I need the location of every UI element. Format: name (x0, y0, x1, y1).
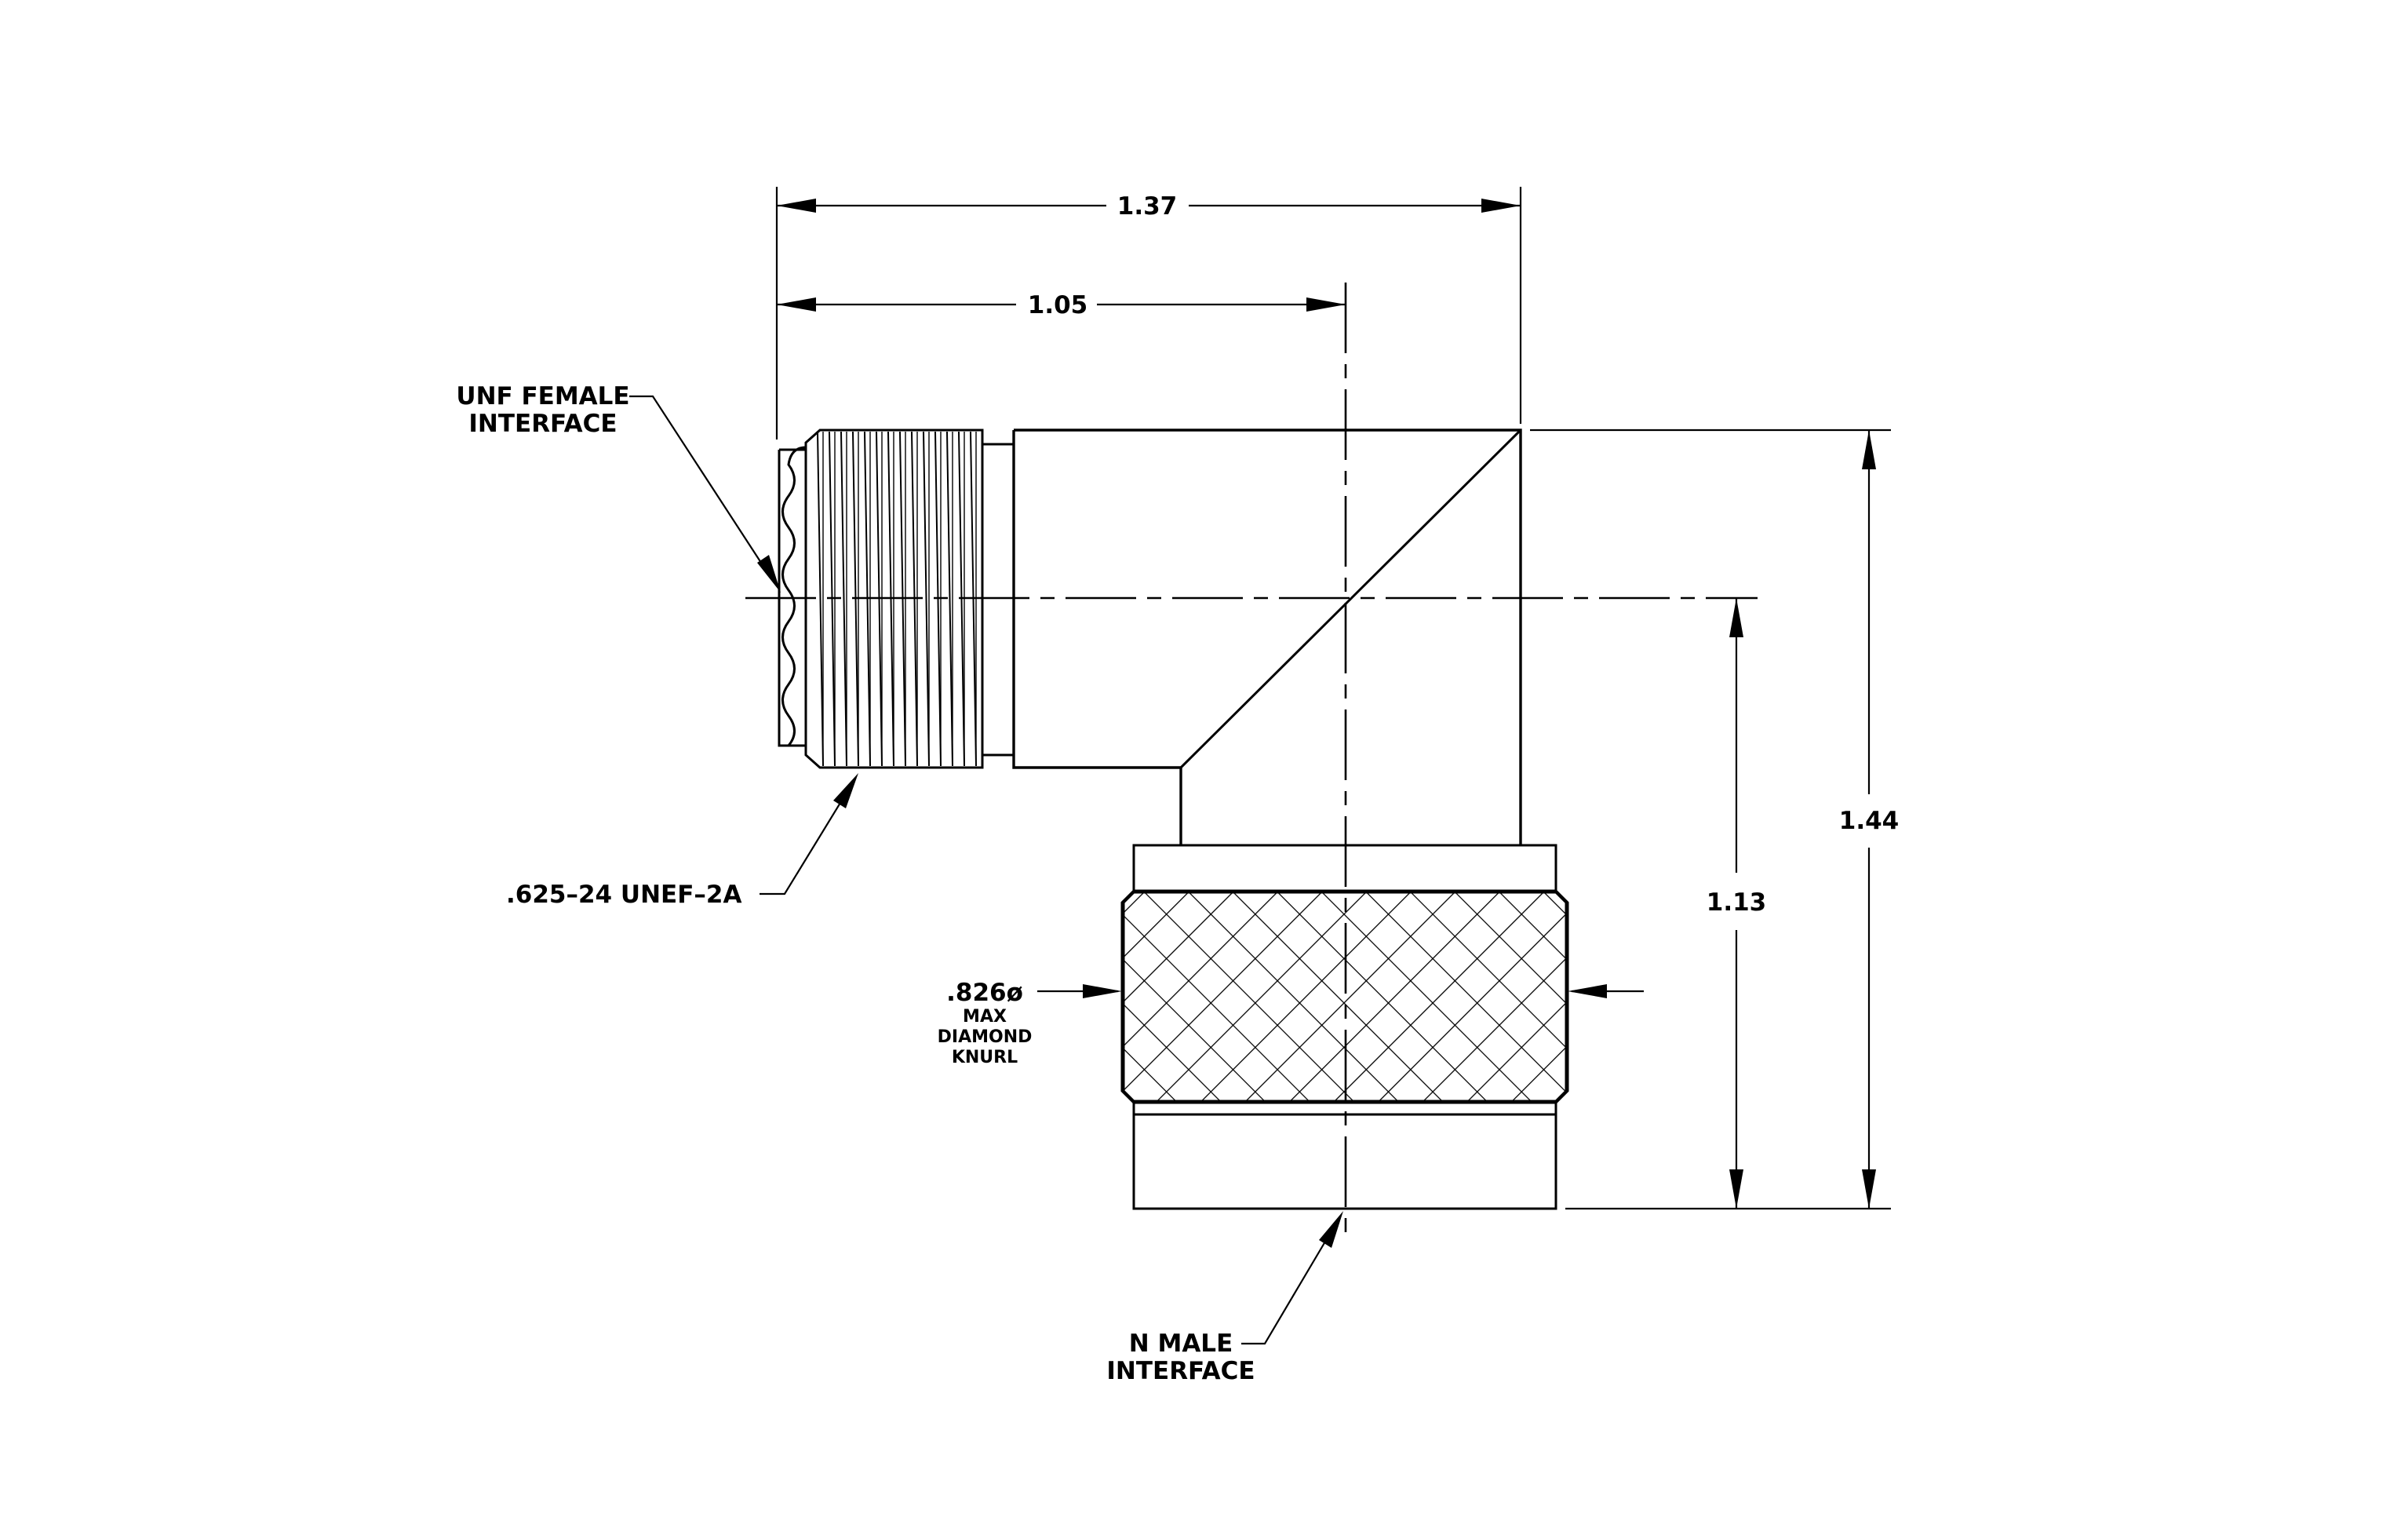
unf-female-label-line1: UNF FEMALE (456, 382, 629, 410)
thread-line (923, 431, 930, 767)
dim-centerline-width-label: 1.05 (1028, 291, 1088, 319)
thread-line (840, 431, 847, 767)
nut-bottom-sleeve (1132, 1101, 1557, 1210)
callout-knurl: .826ø MAX DIAMOND KNURL (938, 979, 1644, 1067)
callout-unf-female-interface: UNF FEMALE INTERFACE (456, 382, 781, 593)
center-lines (745, 283, 1758, 1240)
diamond-knurl (1122, 891, 1568, 1103)
extension-lines (775, 187, 1891, 1210)
dim-overall-width-label: 1.37 (1117, 192, 1178, 221)
callout-n-male-interface: N MALE INTERFACE (1106, 1211, 1343, 1385)
housing-body (1012, 429, 1522, 845)
female-thread-outline (804, 429, 984, 769)
dim-overall-height: 1.44 (1839, 430, 1900, 1209)
female-scalloped-face (778, 446, 807, 747)
dim-centerline-height-label: 1.13 (1707, 888, 1767, 917)
n-male-label-line1: N MALE (1129, 1330, 1233, 1358)
unf-female-label-line2: INTERFACE (468, 410, 617, 438)
dim-overall-height-label: 1.44 (1839, 807, 1900, 835)
knurl-diamond-label: DIAMOND (938, 1027, 1033, 1047)
thread-spec-label: .625–24 UNEF–2A (506, 881, 741, 909)
male-coupling-nut (1120, 844, 1569, 1210)
knurl-knurl-label: KNURL (952, 1048, 1018, 1067)
thread-line (817, 431, 824, 767)
thread-relief (981, 443, 1015, 757)
callout-thread-spec: .625–24 UNEF–2A (506, 773, 858, 909)
n-male-label-line2: INTERFACE (1106, 1357, 1255, 1385)
dim-centerline-width: 1.05 (777, 291, 1346, 319)
knurl-diameter-label: .826ø (946, 979, 1023, 1007)
dim-overall-width: 1.37 (777, 192, 1521, 221)
knurl-max-label: MAX (963, 1007, 1007, 1027)
thread-line (946, 431, 953, 767)
dim-centerline-height: 1.13 (1707, 598, 1767, 1209)
